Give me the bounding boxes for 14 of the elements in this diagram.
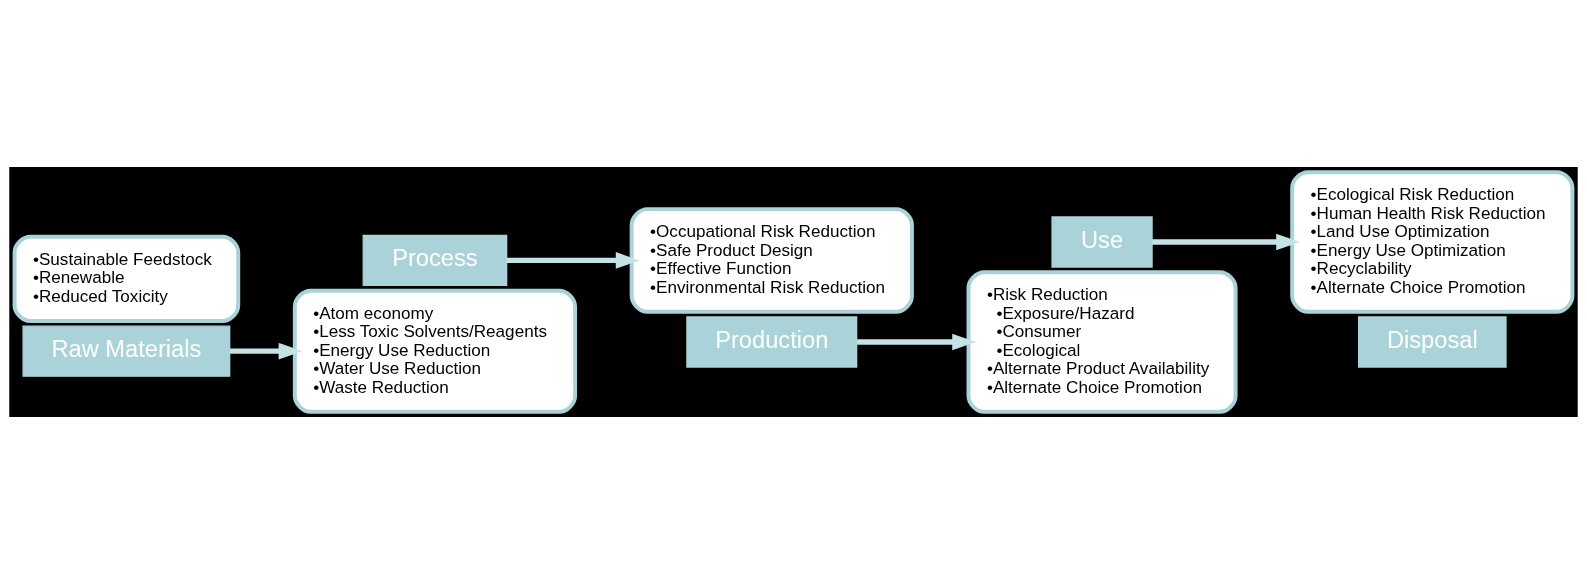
node-box: Raw Materials	[22, 325, 231, 377]
node-box: •Sustainable Feedstock •Renewable •Reduced Toxicity	[12, 234, 241, 323]
node-box: •Risk Reduction •Exposure/Hazard •Consumer •Ecological •Alternate Product Availability •Alternate Choice Promotion	[966, 269, 1238, 414]
arrow	[506, 251, 640, 269]
node-box: •Ecological Risk Reduction •Human Health Risk Reduction •Land Use Optimization •Energy Use Optimization •Recyclability •Alternate Choice Promotion	[1290, 169, 1575, 314]
node-box: •Occupational Risk Reduction •Safe Product Design •Effective Function •Environmental Risk Reduction	[629, 206, 914, 314]
arrow	[857, 333, 976, 350]
node-box: Disposal	[1357, 315, 1507, 368]
node-box: •Atom economy •Less Toxic Solvents/Reagents •Energy Use Reduction •Water Use Reduction •Waste Reduction	[292, 288, 578, 414]
arrow	[230, 342, 303, 360]
node-box: Process	[362, 234, 508, 286]
node-box: Production	[686, 315, 858, 368]
node-box: Use	[1051, 215, 1153, 268]
arrow	[1152, 233, 1300, 250]
